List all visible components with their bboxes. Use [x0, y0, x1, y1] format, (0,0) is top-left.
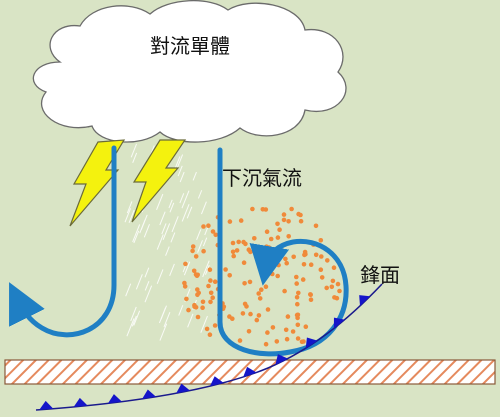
lightning-bolt-icon	[131, 139, 187, 223]
gust-front-marks	[39, 295, 371, 410]
front-label: 鋒面	[360, 263, 400, 287]
downdraft-arrow	[217, 147, 349, 357]
dust-particles	[182, 206, 342, 347]
cloud-label: 對流單體	[150, 34, 230, 58]
lightning-bolt-icon	[69, 139, 126, 227]
downdraft-label: 下沉氣流	[222, 166, 302, 190]
cloud-icon	[32, 0, 347, 143]
outflow-arrow	[9, 145, 117, 338]
